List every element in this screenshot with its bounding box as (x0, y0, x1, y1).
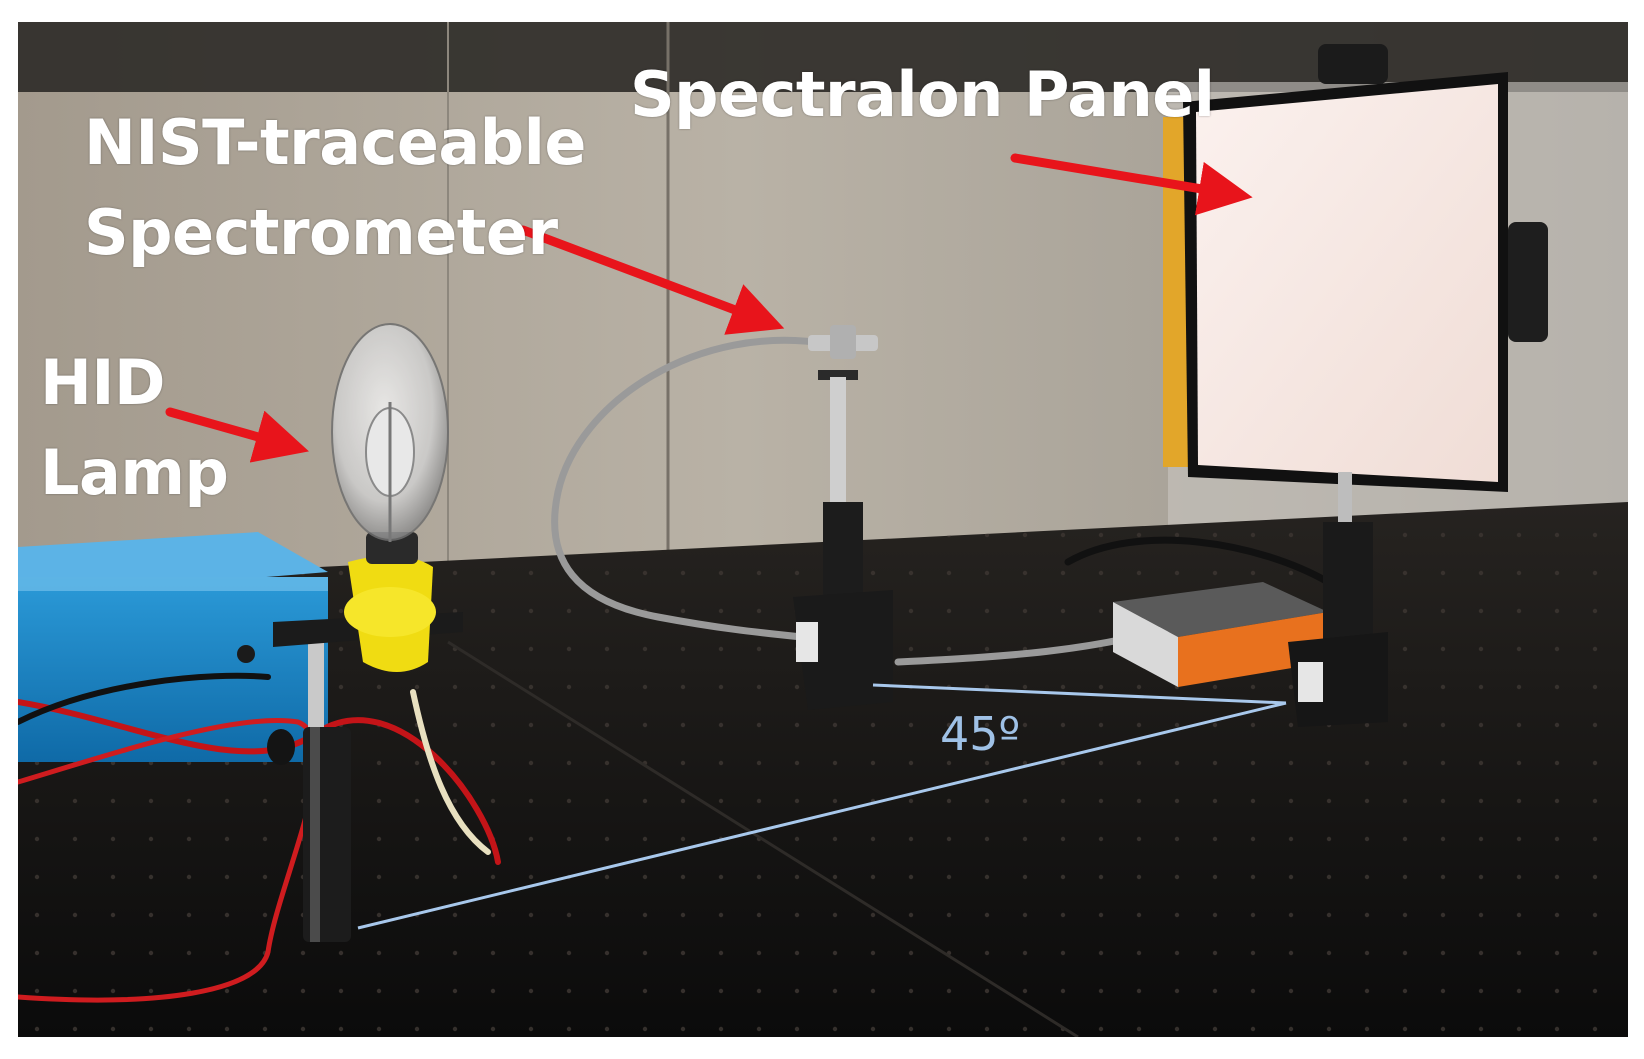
table-seam (447, 640, 1079, 1037)
label-lamp-line1: HID (40, 346, 165, 419)
annotation-arrows (165, 153, 1253, 463)
geometry-lines (357, 683, 1287, 930)
power-supply (18, 532, 328, 762)
spectrometer-box (1113, 582, 1328, 687)
lab-scene (18, 22, 1628, 1037)
spectrometer-stand (793, 325, 893, 710)
label-spectrometer-line2: Spectrometer (84, 196, 558, 269)
angle-line-top (872, 683, 1287, 705)
arrow-to-spectrometer (518, 225, 785, 335)
angle-line-diagonal (357, 701, 1287, 930)
label-angle: 45º (940, 707, 1021, 761)
arrow-to-lamp (165, 407, 309, 463)
label-spectralon-panel: Spectralon Panel (630, 58, 1215, 131)
spectralon-panel (1163, 44, 1548, 727)
hid-lamp (331, 323, 449, 672)
label-lamp-line2: Lamp (40, 436, 229, 509)
label-spectrometer-line1: NIST-traceable (84, 106, 586, 179)
arrow-to-panel (1010, 153, 1253, 216)
lab-photo: Spectralon Panel NIST-traceable Spectrom… (18, 22, 1628, 1037)
